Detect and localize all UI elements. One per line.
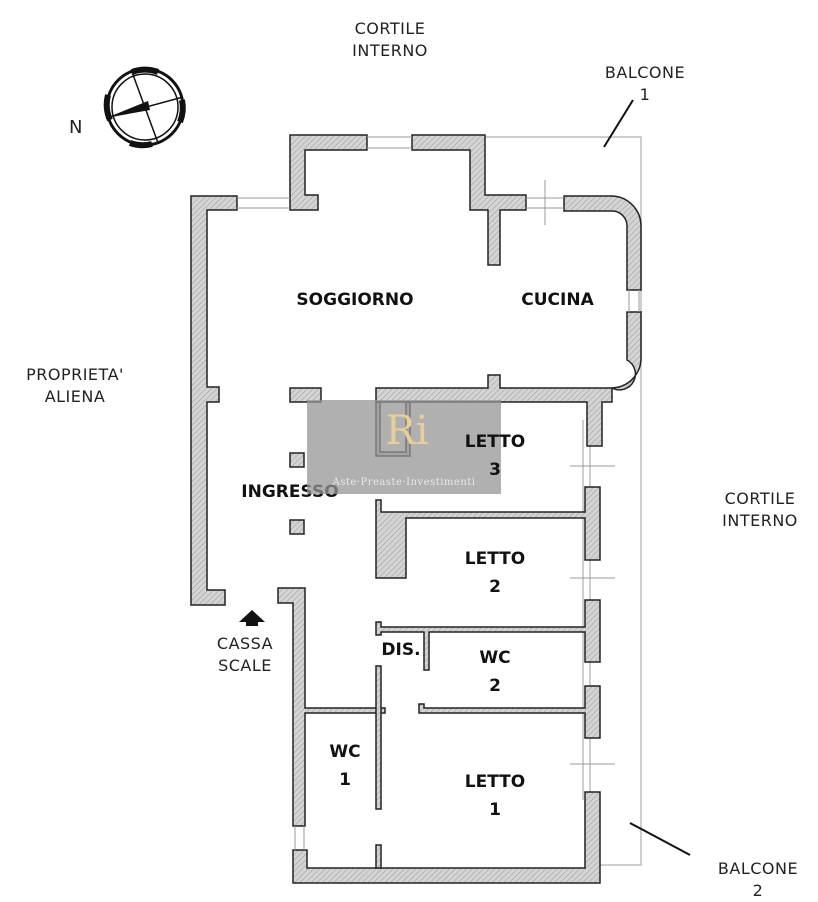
room-line: DIS. <box>381 640 421 660</box>
room-letto-1: LETTO 1 <box>455 768 535 824</box>
label-line: 1 <box>639 85 651 104</box>
label-line: ALIENA <box>44 387 106 406</box>
room-cucina: CUCINA <box>500 286 615 314</box>
label-line: PROPRIETA' <box>26 365 124 384</box>
label-line: CASSA <box>216 634 274 653</box>
room-line: 2 <box>489 577 501 597</box>
windows <box>237 136 640 850</box>
room-line: 1 <box>489 800 501 820</box>
watermark: Ri Aste·Preaste·Investimenti <box>307 400 501 494</box>
room-wc-1: WC 1 <box>315 738 375 794</box>
room-line: 2 <box>489 676 501 696</box>
label-line: CORTILE <box>724 489 796 508</box>
stair-arrow-icon <box>239 610 265 626</box>
compass-icon <box>103 66 186 149</box>
walls <box>190 134 642 884</box>
room-line: LETTO <box>464 549 526 569</box>
watermark-logo-icon: Ri <box>385 408 429 454</box>
label-line: BALCONE <box>717 859 799 878</box>
room-line: SOGGIORNO <box>296 290 414 310</box>
label-proprieta: PROPRIETA' ALIENA <box>5 364 145 408</box>
balcone-2-leader <box>629 822 691 856</box>
label-cortile-right: CORTILE INTERNO <box>700 488 818 532</box>
room-letto-3: LETTO 3 <box>455 428 535 484</box>
room-soggiorno: SOGGIORNO <box>270 286 440 314</box>
room-line: 1 <box>339 770 351 790</box>
balcony-outline <box>486 136 642 866</box>
room-line: LETTO <box>464 772 526 792</box>
room-wc-2: WC 2 <box>465 644 525 700</box>
label-balcone-2: BALCONE 2 <box>700 858 816 902</box>
label-line: BALCONE <box>604 63 686 82</box>
room-letto-2: LETTO 2 <box>455 545 535 601</box>
room-line: WC <box>479 648 511 668</box>
watermark-text: Aste·Preaste·Investimenti <box>332 477 476 488</box>
label-balcone-1: BALCONE 1 <box>590 62 700 106</box>
label-line: INTERNO <box>722 511 798 530</box>
label-cortile-top: CORTILE INTERNO <box>330 18 450 62</box>
balcone-1-leader <box>603 99 634 148</box>
label-line: CORTILE <box>354 19 426 38</box>
label-line: SCALE <box>218 656 272 675</box>
room-line: CUCINA <box>521 290 594 310</box>
label-line: 2 <box>752 881 764 900</box>
label-cassa-scale: CASSA SCALE <box>195 633 295 677</box>
compass-label: N <box>69 117 83 138</box>
label-line: INTERNO <box>352 41 428 60</box>
room-line: LETTO <box>464 432 526 452</box>
room-dis: DIS. <box>376 636 426 664</box>
room-line: 3 <box>489 460 501 480</box>
room-line: WC <box>329 742 361 762</box>
